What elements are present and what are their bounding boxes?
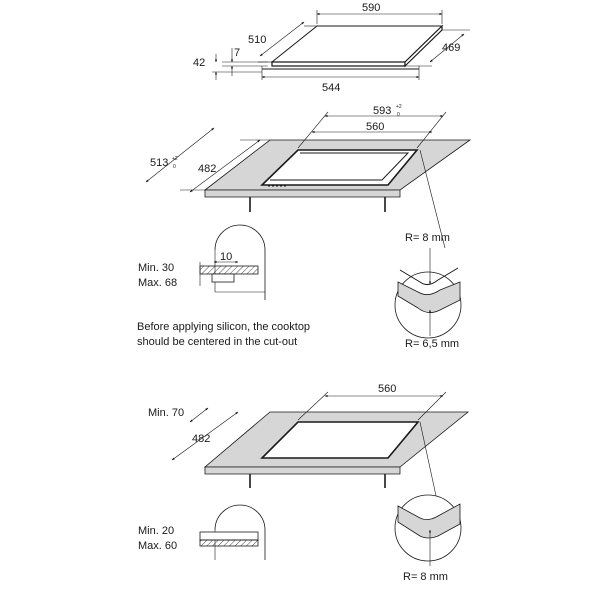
dim-cutout-593-tol-bot: 0	[397, 112, 400, 118]
cooktop-top-surface	[270, 25, 444, 63]
dim-cutout-593-tol-top: +2	[396, 104, 402, 110]
dim-gap-10: 10	[220, 251, 232, 263]
dim-cutout2-482: 482	[192, 433, 210, 445]
note-line-1: Before applying silicon, the cooktop	[137, 321, 310, 333]
max-depth-label-2: Max. 60	[138, 540, 177, 552]
dim-cutout-593: 593	[373, 105, 391, 117]
radius-label-2: R= 8 mm	[403, 571, 448, 583]
radius-label-top-1: R= 8 mm	[405, 232, 450, 244]
cutout-opening-2	[260, 421, 420, 459]
dim-cutout-560: 560	[366, 121, 384, 133]
note-line-2: should be centered in the cut-out	[137, 336, 297, 348]
cutout-opening	[260, 149, 419, 186]
min-depth-label-1: Min. 30	[138, 262, 174, 274]
radius-label-bottom-1: R= 6,5 mm	[405, 338, 459, 350]
cutout-with-frame: 593 +2 0 560 513 +2 0 482	[145, 104, 472, 249]
cutout-flush: 560 Min. 70 482	[148, 383, 470, 529]
dim-min-70: Min. 70	[148, 407, 184, 419]
dim-cutout2-560: 560	[378, 383, 396, 395]
dim-depth-510: 510	[248, 34, 266, 46]
min-depth-label-2: Min. 20	[138, 525, 174, 537]
corner-detail-1: R= 8 mm R= 6,5 mm	[394, 232, 462, 350]
countertop-front-edge	[204, 189, 401, 198]
cooktop-dimensions: 590 510 469 7 42 544	[193, 2, 470, 94]
dim-thickness-7: 7	[234, 47, 240, 59]
dim-width-590: 590	[362, 2, 380, 14]
cooktop-front-edge	[271, 61, 406, 67]
corner-detail-2: R= 8 mm	[394, 494, 462, 583]
max-depth-label-1: Max. 68	[138, 277, 177, 289]
dim-thickness-42: 42	[193, 57, 205, 69]
dim-width-544: 544	[322, 82, 340, 94]
clearance-detail-1: 10 Min. 30 Max. 68	[138, 224, 266, 300]
countertop-front-edge-2	[204, 466, 401, 475]
dim-depth-469: 469	[442, 42, 460, 54]
dim-cutout-513-tol-bot: 0	[173, 164, 176, 170]
clearance-detail-2: Min. 20 Max. 60	[138, 504, 266, 560]
dim-cutout-482: 482	[198, 163, 216, 175]
dim-cutout-513: 513	[150, 157, 168, 169]
dim-cutout-513-tol-top: +2	[172, 156, 178, 162]
